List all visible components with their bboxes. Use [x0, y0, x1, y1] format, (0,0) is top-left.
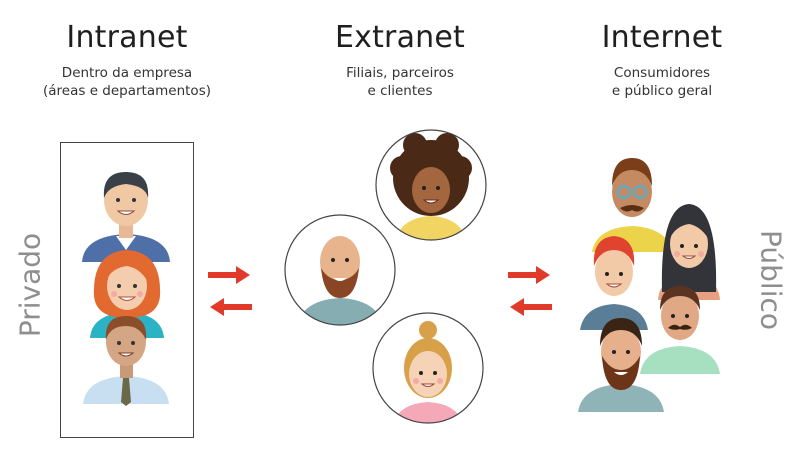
extranet-subtitle-line: e clientes: [367, 83, 433, 99]
internet-person-long-dark-hair: [658, 204, 720, 300]
internet-subtitle-line: Consumidores: [613, 65, 711, 81]
internet-subtitle-line: e público geral: [611, 83, 713, 99]
extranet-title: Extranet: [334, 20, 466, 55]
extranet-subtitle-line: Filiais, parceiros: [346, 65, 454, 81]
intranet-subtitle-line: (áreas e departamentos): [43, 83, 211, 99]
internet-person-glasses-mustache: [592, 158, 672, 252]
extranet-person-blonde-bun: [372, 312, 484, 424]
extranet-subtitle: Filiais, parceiros e clientes: [280, 64, 520, 100]
arrow-left-icon: [210, 298, 252, 316]
extranet-person-bald-bearded: [284, 214, 396, 326]
intranet-person-man-blue-shirt: [82, 172, 170, 262]
arrow-left-icon: [510, 298, 552, 316]
intranet-title: Intranet: [66, 20, 188, 55]
internet-subtitle: Consumidores e público geral: [542, 64, 782, 100]
intranet-subtitle-line: Dentro da empresa: [61, 65, 193, 81]
arrow-right-icon: [508, 266, 550, 284]
arrow-right-icon: [208, 266, 250, 284]
internet-title: Internet: [601, 20, 723, 55]
extranet-person-curly-hair: [375, 129, 487, 241]
internet-person-full-beard: [578, 318, 664, 412]
intranet-subtitle: Dentro da empresa (áreas e departamentos…: [7, 64, 247, 100]
internet-person-curled-mustache: [640, 286, 720, 374]
intranet-person-man-tie: [83, 316, 169, 406]
